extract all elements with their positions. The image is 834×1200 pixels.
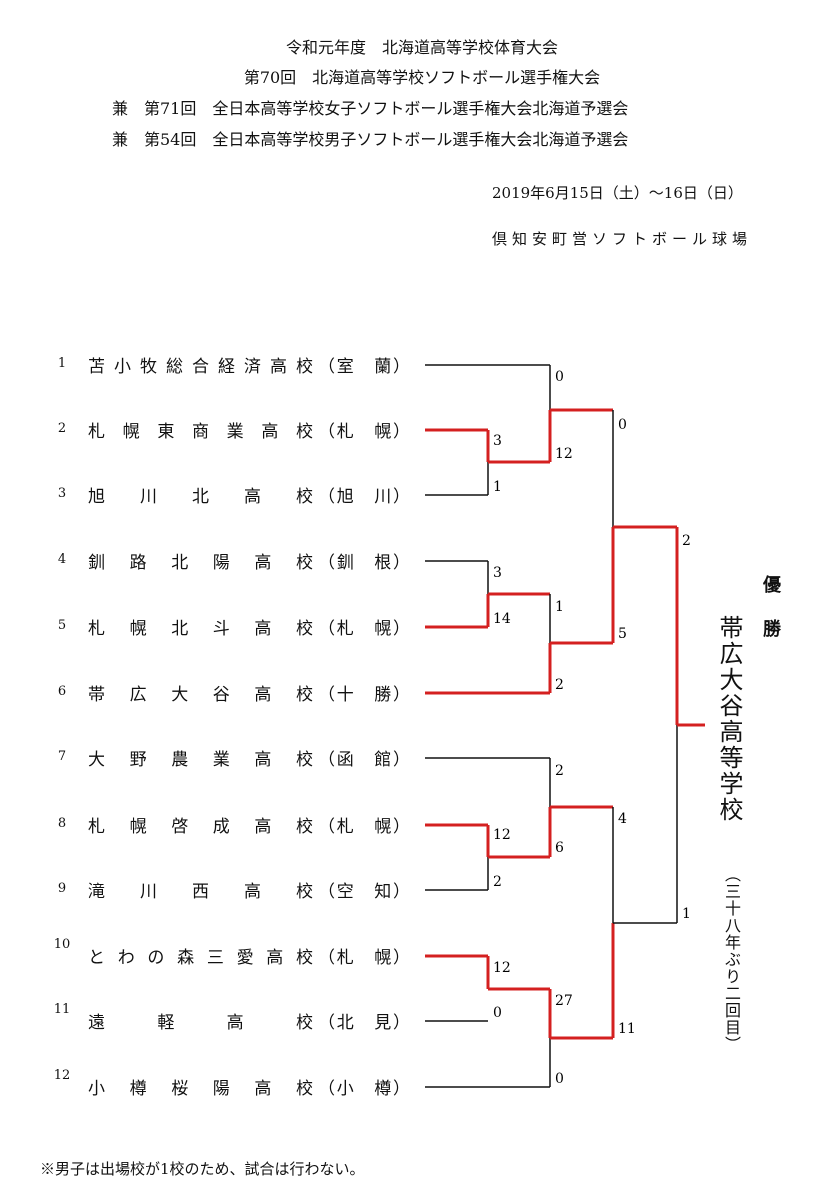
match-score: 0 <box>493 1005 502 1021</box>
match-score: 12 <box>493 960 511 976</box>
match-score: 0 <box>555 1071 564 1087</box>
match-score: 3 <box>493 433 502 449</box>
match-score: 1 <box>493 479 502 495</box>
match-score: 2 <box>555 677 564 693</box>
event-venue: 倶知安町営ソフトボール球場 <box>492 230 753 248</box>
team-region: （釧 根） <box>318 553 410 573</box>
match-score: 2 <box>555 763 564 779</box>
match-score: 4 <box>618 811 627 827</box>
team-name: 札幌東商業高校 <box>88 422 313 442</box>
team-number: 5 <box>57 618 67 633</box>
team-name: 旭川北高校 <box>88 487 313 507</box>
team-region: （空 知） <box>318 882 410 902</box>
team-region: （函 館） <box>318 750 410 770</box>
champion-note: （三十八年ぶり二回目） <box>722 866 741 1053</box>
team-number: 2 <box>57 421 67 436</box>
match-score: 1 <box>555 599 564 615</box>
match-score: 12 <box>555 446 573 462</box>
match-score: 1 <box>682 906 691 922</box>
team-number: 12 <box>53 1068 71 1083</box>
team-name: 札幌北斗高校 <box>88 619 313 639</box>
team-number: 7 <box>57 749 67 764</box>
team-number: 1 <box>57 356 67 371</box>
match-score: 0 <box>618 417 627 433</box>
title-line-4: 兼 第54回 全日本高等学校男子ソフトボール選手権大会北海道予選会 <box>112 130 629 149</box>
team-region: （北 見） <box>318 1013 410 1033</box>
team-region: （札 幌） <box>318 619 410 639</box>
team-number: 10 <box>53 937 71 952</box>
match-score: 6 <box>555 840 564 856</box>
champion-label: 優勝 <box>760 575 781 663</box>
team-name: 遠軽高校 <box>88 1013 313 1033</box>
team-name: 小樽桜陽高校 <box>88 1079 313 1099</box>
match-score: 0 <box>555 369 564 385</box>
team-region: （小 樽） <box>318 1079 410 1099</box>
match-score: 2 <box>682 533 691 549</box>
team-region: （室 蘭） <box>318 357 410 377</box>
match-score: 27 <box>555 993 573 1009</box>
match-score: 2 <box>493 874 502 890</box>
footnote: ※男子は出場校が1校のため、試合は行わない。 <box>40 1160 365 1178</box>
title-line-3: 兼 第71回 全日本高等学校女子ソフトボール選手権大会北海道予選会 <box>112 99 629 118</box>
team-number: 9 <box>57 881 67 896</box>
team-number: 8 <box>57 816 67 831</box>
team-region: （札 幌） <box>318 422 410 442</box>
title-line-1: 令和元年度 北海道高等学校体育大会 <box>285 38 558 57</box>
team-name: 苫小牧総合経済高校 <box>88 357 313 377</box>
team-region: （十 勝） <box>318 685 410 705</box>
match-score: 12 <box>493 827 511 843</box>
champion-name: 帯広大谷高等学校 <box>715 615 743 823</box>
team-name: 札幌啓成高校 <box>88 817 313 837</box>
match-score: 11 <box>618 1021 636 1037</box>
team-name: とわの森三愛高校 <box>88 948 313 968</box>
team-region: （札 幌） <box>318 948 410 968</box>
team-name: 大野農業高校 <box>88 750 313 770</box>
team-name: 帯広大谷高校 <box>88 685 313 705</box>
match-score: 5 <box>618 626 627 642</box>
match-score: 3 <box>493 565 502 581</box>
event-date: 2019年6月15日（土）～16日（日） <box>492 184 743 202</box>
team-number: 6 <box>57 684 67 699</box>
team-number: 11 <box>53 1002 71 1017</box>
match-score: 14 <box>493 611 511 627</box>
title-line-2: 第70回 北海道高等学校ソフトボール選手権大会 <box>243 68 601 87</box>
team-number: 3 <box>57 486 67 501</box>
team-region: （札 幌） <box>318 817 410 837</box>
team-number: 4 <box>57 552 67 567</box>
team-name: 滝川西高校 <box>88 882 313 902</box>
team-name: 釧路北陽高校 <box>88 553 313 573</box>
team-region: （旭 川） <box>318 487 410 507</box>
